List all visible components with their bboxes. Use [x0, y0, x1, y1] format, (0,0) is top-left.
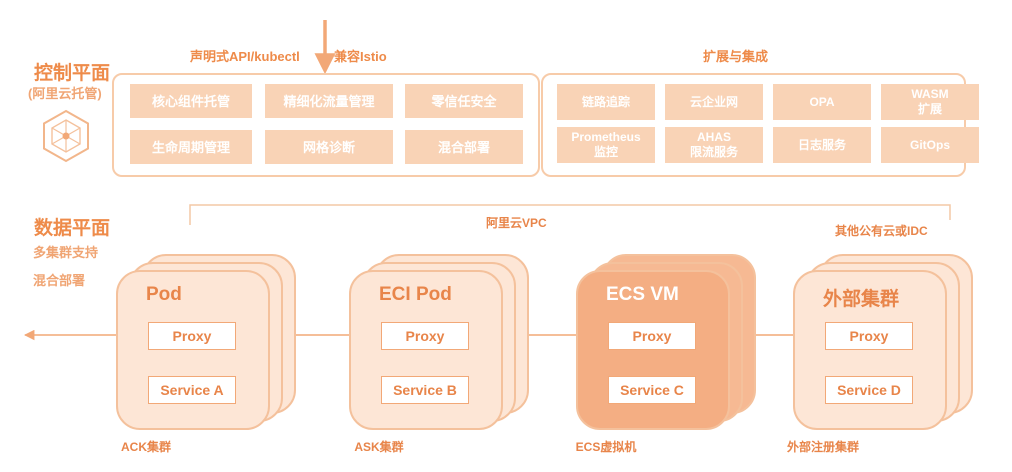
- control-plane-title: 控制平面: [34, 63, 111, 84]
- service-box: Service D: [825, 376, 913, 404]
- control-feature: 生命周期管理: [130, 130, 252, 164]
- service-box: Service B: [381, 376, 469, 404]
- cluster-title: 外部集群: [823, 289, 900, 310]
- istio-label: 兼容Istio: [334, 49, 387, 64]
- cluster-title: ECI Pod: [379, 284, 452, 305]
- cluster-caption: ECS虚拟机: [575, 440, 637, 454]
- service-box: Service C: [608, 376, 696, 404]
- cluster-caption: ASK集群: [354, 440, 404, 454]
- extension-item: AHAS 限流服务: [665, 127, 763, 163]
- extension-item: OPA: [773, 84, 871, 120]
- proxy-box: Proxy: [381, 322, 469, 350]
- cluster-caption: ACK集群: [121, 440, 171, 454]
- cluster-title: Pod: [146, 284, 182, 305]
- extension-item: 链路追踪: [557, 84, 655, 120]
- extension-item: 云企业网: [665, 84, 763, 120]
- data-plane-title: 数据平面: [34, 218, 111, 239]
- proxy-box: Proxy: [148, 322, 236, 350]
- other-cloud-label: 其他公有云或IDC: [835, 224, 928, 238]
- data-plane-sub-hybrid: 混合部署: [33, 273, 86, 288]
- data-plane-bracket: [189, 204, 951, 225]
- extension-item: WASM 扩展: [881, 84, 979, 120]
- hexagon-mesh-icon: [43, 109, 89, 163]
- data-plane-sub-multicluster: 多集群支持: [33, 245, 99, 260]
- control-feature: 核心组件托管: [130, 84, 252, 118]
- extension-item: GitOps: [881, 127, 979, 163]
- extensions-title: 扩展与集成: [703, 49, 769, 64]
- control-feature: 混合部署: [405, 130, 523, 164]
- cluster-caption: 外部注册集群: [786, 440, 859, 454]
- proxy-box: Proxy: [825, 322, 913, 350]
- control-plane-subtitle: (阿里云托管): [28, 86, 102, 101]
- control-feature: 网格诊断: [265, 130, 393, 164]
- service-box: Service A: [148, 376, 236, 404]
- cluster-title: ECS VM: [606, 284, 679, 305]
- control-feature: 精细化流量管理: [265, 84, 393, 118]
- control-feature: 零信任安全: [405, 84, 523, 118]
- extension-item: Prometheus 监控: [557, 127, 655, 163]
- api-label: 声明式API/kubectl: [190, 49, 300, 64]
- cluster-card: [116, 270, 270, 430]
- vpc-label: 阿里云VPC: [486, 216, 547, 230]
- proxy-box: Proxy: [608, 322, 696, 350]
- extension-item: 日志服务: [773, 127, 871, 163]
